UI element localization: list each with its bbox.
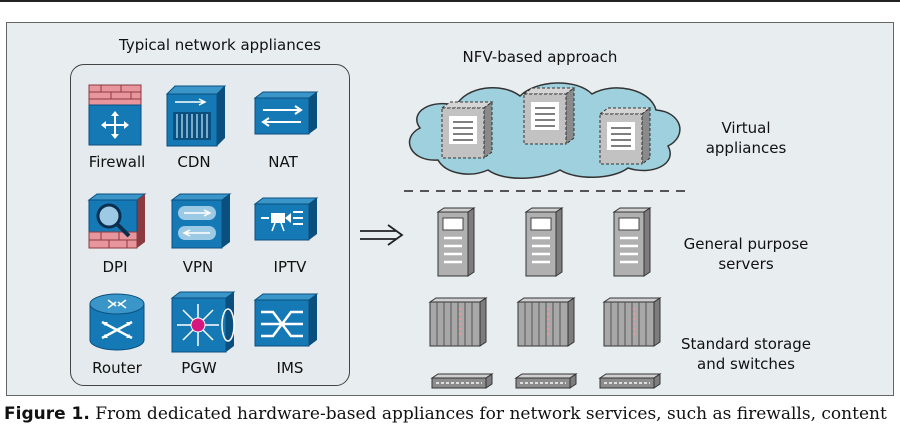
dashed-divider — [404, 190, 690, 192]
label-firewall: Firewall — [88, 153, 146, 171]
label-servers: General purpose servers — [683, 235, 809, 273]
cdn-icon — [165, 85, 227, 147]
ims-icon — [253, 293, 319, 347]
pgw-icon — [170, 291, 236, 353]
caption-text: From dedicated hardware-based appliances… — [95, 404, 887, 424]
label-nat: NAT — [268, 153, 298, 171]
caption-label: Figure 1. — [4, 404, 90, 424]
label-router: Router — [92, 359, 142, 377]
label-storage-switches: Standard storage and switches — [681, 335, 811, 373]
virtual-appliance-icon — [440, 101, 494, 159]
virtual-appliance-icon — [522, 87, 576, 145]
server-icon — [524, 207, 564, 277]
switch-icon — [430, 373, 494, 389]
label-ims: IMS — [276, 359, 304, 377]
figure-caption: Figure 1. From dedicated hardware-based … — [4, 404, 887, 424]
label-pgw: PGW — [181, 359, 217, 377]
right-title: NFV-based approach — [462, 48, 618, 66]
transition-arrow — [360, 224, 404, 246]
switch-icon — [514, 373, 578, 389]
firewall-icon — [88, 84, 142, 146]
switch-icon — [598, 373, 662, 389]
label-dpi: DPI — [102, 258, 128, 276]
storage-icon — [602, 297, 662, 347]
server-icon — [436, 207, 476, 277]
left-title: Typical network appliances — [118, 36, 322, 54]
storage-icon — [516, 297, 576, 347]
nat-icon — [253, 91, 319, 135]
label-vpn: VPN — [182, 258, 214, 276]
vpn-icon — [170, 193, 232, 249]
iptv-icon — [253, 197, 319, 241]
dpi-icon — [87, 193, 147, 249]
top-rule — [0, 0, 900, 2]
server-icon — [612, 207, 652, 277]
label-cdn: CDN — [177, 153, 211, 171]
label-iptv: IPTV — [273, 258, 307, 276]
router-icon — [89, 293, 145, 351]
virtual-appliance-icon — [598, 107, 652, 165]
storage-icon — [428, 297, 488, 347]
label-virtual-appliances: Virtual appliances — [705, 119, 787, 157]
